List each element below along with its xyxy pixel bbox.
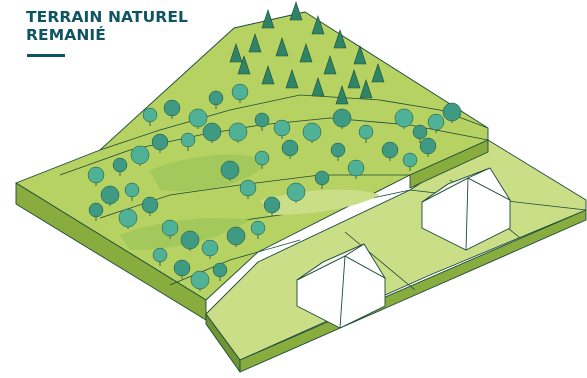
deciduous-tree: [412, 124, 428, 140]
deciduous-tree: [419, 137, 437, 155]
deciduous-tree: [180, 230, 200, 250]
conifer-tree: [261, 9, 275, 29]
deciduous-tree: [347, 159, 365, 177]
deciduous-tree: [286, 182, 306, 202]
deciduous-tree: [130, 145, 150, 165]
conifer-tree: [323, 55, 337, 75]
deciduous-tree: [188, 108, 208, 128]
title-line-2: REMANIÉ: [26, 26, 106, 44]
conifer-tree: [333, 29, 347, 49]
deciduous-tree: [250, 220, 266, 236]
conifer-tree: [335, 85, 349, 105]
deciduous-tree: [239, 179, 257, 197]
title-underline: [27, 54, 65, 57]
conifer-tree: [237, 55, 251, 75]
deciduous-tree: [332, 108, 352, 128]
conifer-tree: [275, 37, 289, 57]
deciduous-tree: [442, 102, 462, 122]
deciduous-tree: [87, 166, 105, 184]
deciduous-tree: [302, 122, 322, 142]
conifer-tree: [299, 43, 313, 63]
conifer-tree: [261, 65, 275, 85]
conifer-tree: [229, 43, 243, 63]
upper-plateau: [15, 11, 489, 301]
house: [421, 167, 512, 251]
conifer-tree: [311, 77, 325, 97]
plateau-edge-right: [409, 139, 489, 189]
deciduous-tree: [142, 107, 158, 123]
conifer-tree: [248, 33, 262, 53]
deciduous-tree: [281, 139, 299, 157]
deciduous-tree: [202, 122, 222, 142]
deciduous-tree: [381, 141, 399, 159]
deciduous-tree: [231, 83, 249, 101]
house: [296, 243, 387, 329]
title-line-1: TERRAIN NATUREL: [26, 8, 188, 26]
deciduous-tree: [173, 259, 191, 277]
deciduous-tree: [254, 112, 270, 128]
deciduous-tree: [100, 185, 120, 205]
deciduous-tree: [254, 150, 270, 166]
conifer-tree: [285, 69, 299, 89]
deciduous-tree: [330, 142, 346, 158]
vegetation: [87, 1, 462, 291]
conifer-tree: [289, 1, 303, 21]
conifer-tree: [371, 63, 385, 83]
deciduous-tree: [226, 226, 246, 246]
conifer-tree: [347, 69, 361, 89]
conifer-tree: [311, 15, 325, 35]
deciduous-tree: [152, 247, 168, 263]
deciduous-tree: [208, 90, 224, 106]
conifer-tree: [359, 79, 373, 99]
deciduous-tree: [163, 99, 181, 117]
deciduous-tree: [124, 182, 140, 198]
deciduous-tree: [180, 132, 196, 148]
deciduous-tree: [228, 122, 248, 142]
deciduous-tree: [141, 196, 159, 214]
deciduous-tree: [190, 270, 210, 290]
deciduous-tree: [314, 170, 330, 186]
deciduous-tree: [151, 133, 169, 151]
deciduous-tree: [402, 152, 418, 168]
terrain-edge-right: [239, 209, 587, 373]
deciduous-tree: [161, 219, 179, 237]
deciduous-tree: [118, 208, 138, 228]
deciduous-tree: [112, 157, 128, 173]
deciduous-tree: [394, 108, 414, 128]
deciduous-tree: [212, 262, 228, 278]
deciduous-tree: [263, 196, 281, 214]
page-title: TERRAIN NATUREL REMANIÉ: [26, 8, 188, 44]
deciduous-tree: [273, 119, 291, 137]
deciduous-tree: [358, 124, 374, 140]
conifer-tree: [353, 45, 367, 65]
deciduous-tree: [88, 202, 104, 218]
deciduous-tree: [201, 239, 219, 257]
deciduous-tree: [427, 113, 445, 131]
deciduous-tree: [220, 160, 240, 180]
